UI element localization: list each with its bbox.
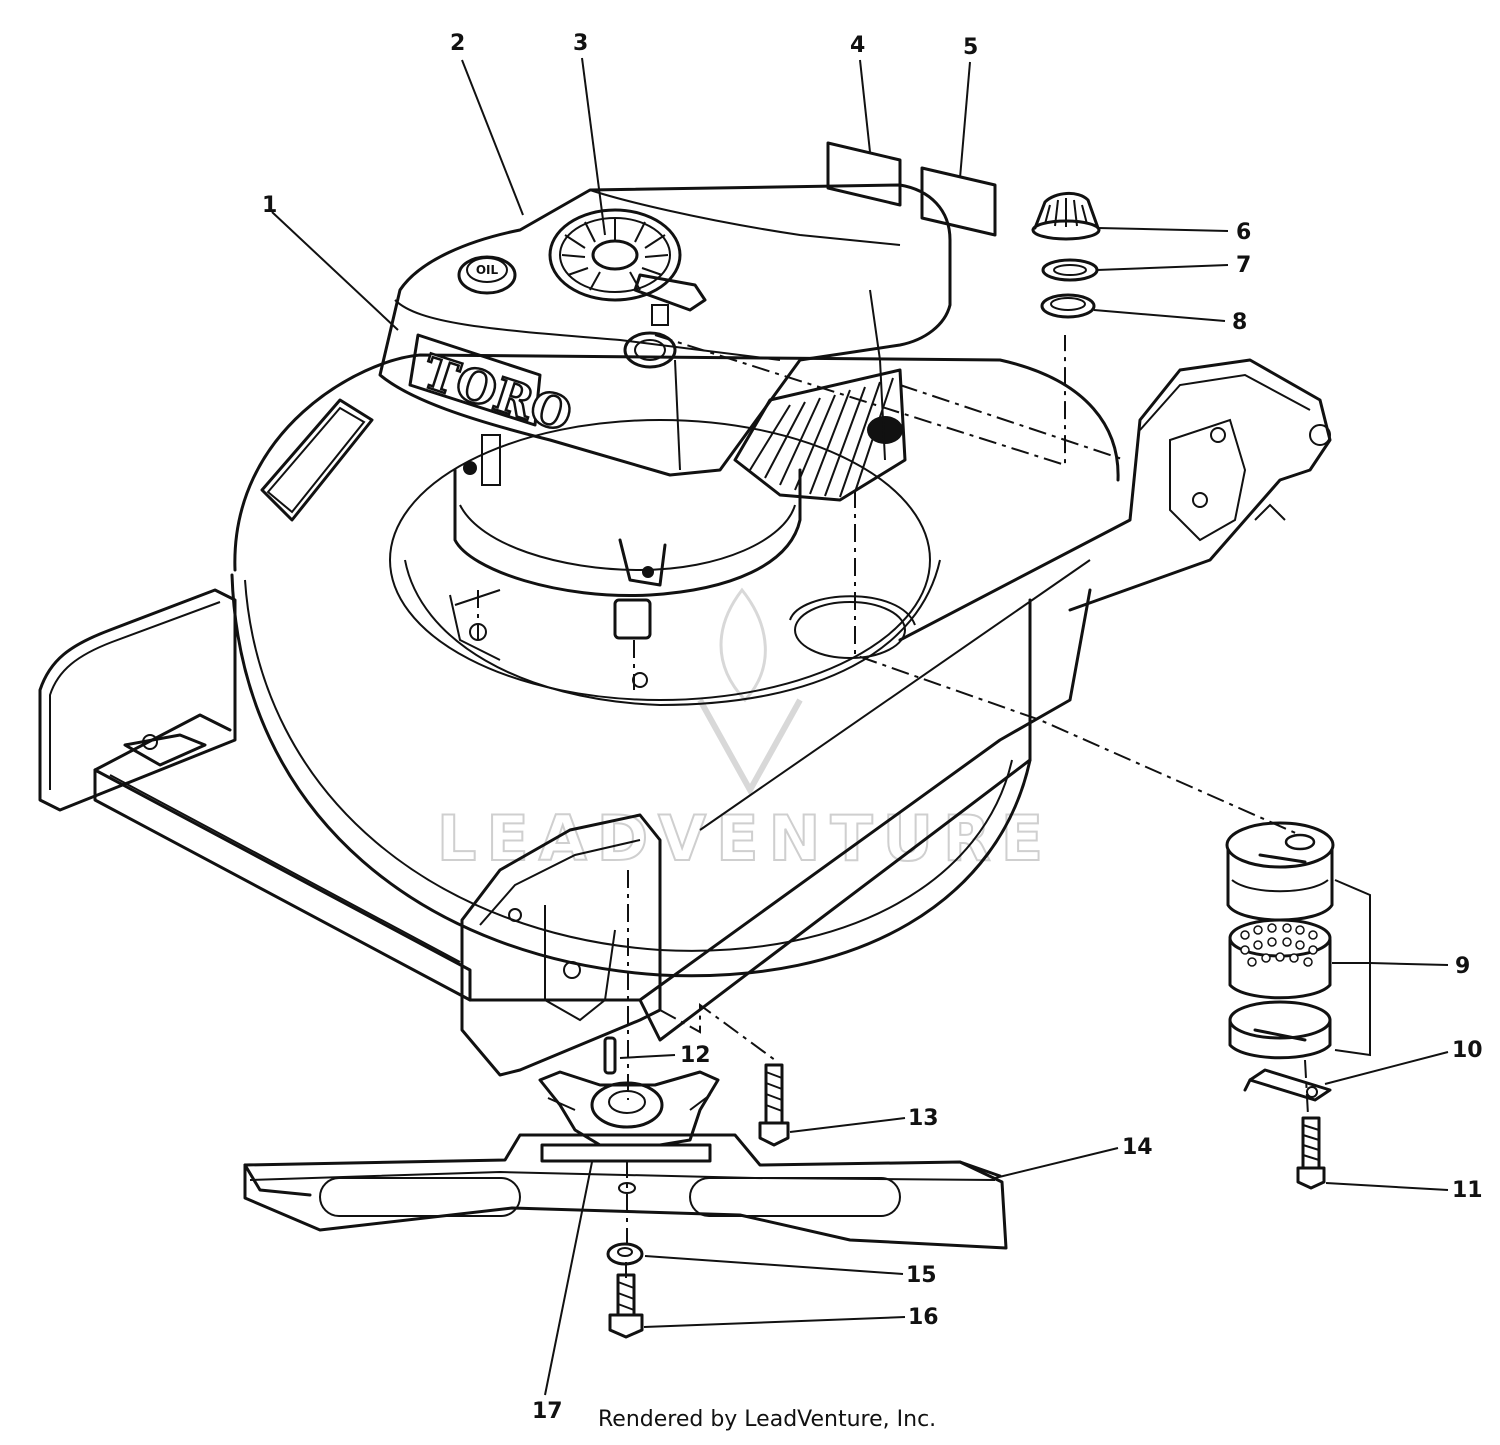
callout-8: 8 <box>1232 310 1247 335</box>
brand-label: TORO <box>417 344 579 443</box>
right-handle-bracket <box>898 358 1332 642</box>
retainer-ring[interactable] <box>1041 258 1099 282</box>
blade-slot-left <box>319 1177 521 1217</box>
callout-16: 16 <box>908 1305 939 1330</box>
callout-6: 6 <box>1236 220 1251 245</box>
callout-4: 4 <box>850 33 865 58</box>
blade-stiffener[interactable] <box>540 1143 712 1163</box>
oil-cap-label: OIL <box>476 263 499 277</box>
blade-bolt-upper[interactable] <box>758 1063 790 1147</box>
left-clip <box>123 733 207 767</box>
callout-9: 9 <box>1455 954 1470 979</box>
fuel-fill-neck[interactable] <box>623 304 677 369</box>
blade-washer[interactable] <box>606 1242 644 1266</box>
muffler-assembly[interactable] <box>1225 821 1371 1060</box>
engine-shroud[interactable] <box>378 183 952 477</box>
engine-assembly[interactable]: TORO OIL <box>378 183 952 640</box>
left-side-plate <box>38 588 237 812</box>
callout-numbers: 1 2 3 4 5 6 7 8 9 10 11 12 13 14 15 16 1… <box>262 31 1483 1424</box>
mower-deck[interactable] <box>38 353 1332 1077</box>
roll-pin[interactable] <box>603 1036 617 1075</box>
callout-7: 7 <box>1236 253 1251 278</box>
recoil-starter[interactable] <box>548 208 707 312</box>
rear-cross-beam <box>468 588 1092 1002</box>
mower-blade[interactable] <box>243 1133 1008 1250</box>
starter-handle[interactable] <box>633 273 707 312</box>
callout-14: 14 <box>1122 1135 1153 1160</box>
blade-bolt-lower[interactable] <box>608 1273 644 1339</box>
front-handle-bracket <box>460 813 662 1077</box>
callout-5: 5 <box>963 35 978 60</box>
credit-footer: Rendered by LeadVenture, Inc. <box>598 1407 937 1432</box>
leader-lines <box>271 57 1449 1396</box>
engine-base <box>453 468 802 598</box>
leadventure-watermark: LEADVENTURE <box>436 587 1053 876</box>
decal-4[interactable] <box>826 141 902 207</box>
callout-12: 12 <box>680 1043 711 1068</box>
callout-1: 1 <box>262 193 277 218</box>
blade-slot-right <box>689 1177 901 1217</box>
callout-3: 3 <box>573 31 588 56</box>
spark-plug-boot <box>867 416 903 444</box>
callout-17: 17 <box>532 1399 563 1424</box>
flame-watermark-icon <box>719 587 767 703</box>
deck-inner-bowl <box>389 419 931 701</box>
assembly-lines <box>477 334 1309 1278</box>
deck-vent-slot <box>260 398 374 522</box>
decal-5[interactable] <box>920 166 997 237</box>
callout-2: 2 <box>450 31 465 56</box>
muffler-screw[interactable] <box>1296 1116 1326 1190</box>
primer-bulb[interactable] <box>1031 192 1101 241</box>
callout-15: 15 <box>906 1263 937 1288</box>
lock-plate[interactable] <box>1243 1068 1332 1102</box>
crankshaft-adapter <box>613 598 652 640</box>
callout-11: 11 <box>1452 1178 1483 1203</box>
callout-13: 13 <box>908 1106 939 1131</box>
left-rear-rail <box>93 768 472 1002</box>
discharge-port <box>794 601 906 659</box>
oil-fill-cap[interactable]: OIL <box>457 255 517 295</box>
deck-skirt-inner <box>244 579 1013 952</box>
callout-10: 10 <box>1452 1038 1483 1063</box>
v-watermark-icon <box>697 698 803 797</box>
deck-skirt-outline <box>230 573 1032 978</box>
grommet[interactable] <box>1040 293 1096 319</box>
watermark-text: LEADVENTURE <box>437 802 1053 875</box>
deck-bowl-lower <box>404 559 941 707</box>
